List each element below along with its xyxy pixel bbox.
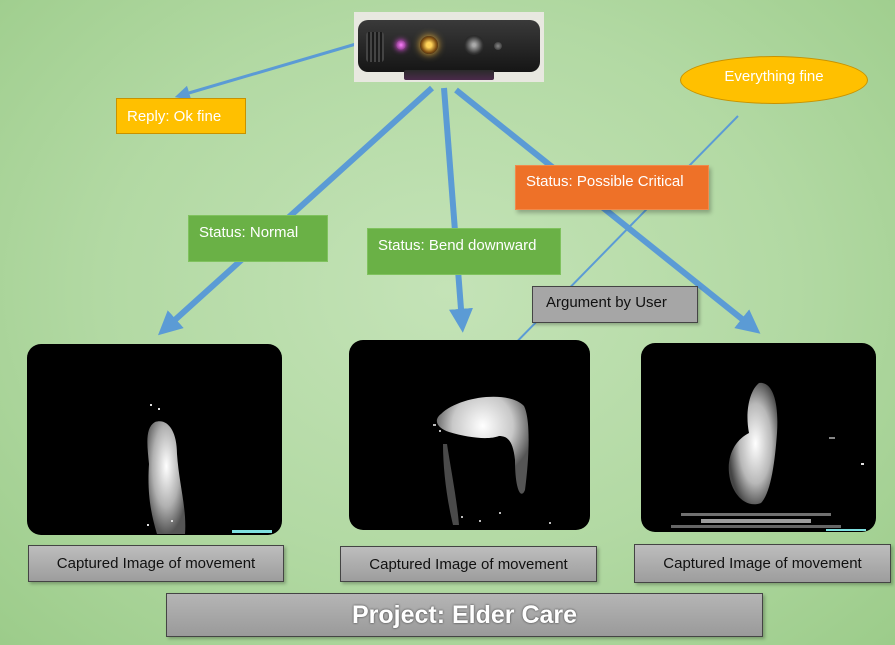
caption-3: Captured Image of movement bbox=[634, 544, 891, 583]
arrow-to-bend bbox=[441, 87, 473, 333]
status-normal: Status: Normal bbox=[188, 215, 328, 262]
depth-camera-icon bbox=[354, 12, 544, 82]
captured-image-critical bbox=[641, 343, 876, 532]
argument-by-user-label: Argument by User bbox=[532, 286, 698, 323]
caption-2: Captured Image of movement bbox=[340, 546, 597, 582]
captured-image-bend bbox=[349, 340, 590, 530]
speech-bubble: Everything fine bbox=[680, 56, 868, 104]
status-bend-downward: Status: Bend downward bbox=[367, 228, 561, 275]
captured-image-normal bbox=[27, 344, 282, 535]
project-title: Project: Elder Care bbox=[166, 593, 763, 637]
arrow-to-normal bbox=[157, 85, 435, 336]
arrow-to-reply bbox=[174, 42, 357, 101]
status-possible-critical: Status: Possible Critical bbox=[515, 165, 709, 210]
reply-label: Reply: Ok fine bbox=[116, 98, 246, 134]
caption-1: Captured Image of movement bbox=[28, 545, 284, 582]
